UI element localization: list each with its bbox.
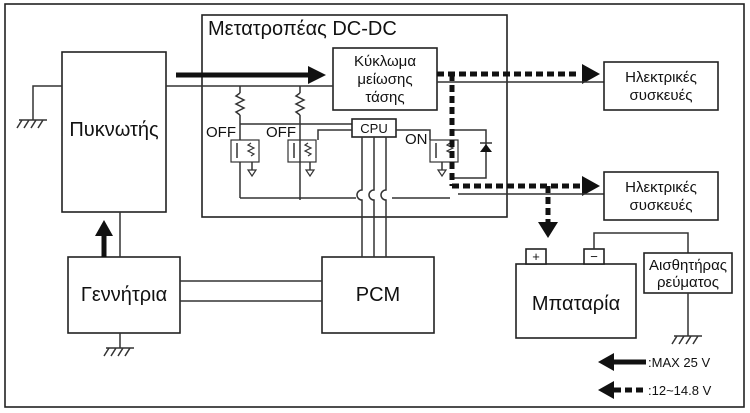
resistor-branch-1 bbox=[234, 86, 246, 124]
devices-top-label-1: Ηλεκτρικές bbox=[625, 69, 697, 86]
cpu-pcm-wires bbox=[356, 137, 387, 257]
generator-label: Γεννήτρια bbox=[81, 284, 167, 306]
battery-label: Μπαταρία bbox=[532, 293, 620, 315]
battery-plus-label: + bbox=[532, 249, 540, 264]
condenser-box bbox=[61, 51, 167, 213]
step-down-circuit-box bbox=[332, 47, 438, 111]
generator-box bbox=[67, 256, 181, 334]
switch-2 bbox=[287, 139, 317, 178]
dcdc-title: Μετατροπέας DC-DC bbox=[208, 18, 397, 40]
switch-label-on: ON bbox=[405, 131, 428, 148]
solid-power-arrow bbox=[176, 66, 326, 84]
devices-top-label-2: συσκευές bbox=[629, 87, 692, 104]
electrical-devices-bottom-box bbox=[603, 171, 719, 221]
step-down-label-1: Κύκλωμα bbox=[354, 53, 416, 70]
cpu-to-switch3-wire bbox=[396, 129, 431, 140]
battery-box bbox=[515, 263, 637, 339]
diode-branch bbox=[452, 129, 492, 179]
current-sensor-label-2: ρεύματος bbox=[657, 274, 719, 291]
pcm-box bbox=[321, 256, 435, 334]
dcdc-converter-box bbox=[201, 14, 508, 218]
step-down-label-3: τάσης bbox=[365, 89, 404, 106]
switch-1 bbox=[230, 124, 260, 198]
cpu-label: CPU bbox=[360, 121, 387, 136]
legend-solid bbox=[598, 353, 646, 371]
dashed-power-path bbox=[437, 64, 600, 238]
pcm-label: PCM bbox=[356, 284, 400, 306]
battery-sensor-wire bbox=[593, 232, 689, 253]
step-down-label-2: μείωσης bbox=[357, 71, 412, 88]
switch-label-off-1: OFF bbox=[206, 124, 236, 141]
legend-solid-label: :MAX 25 V bbox=[648, 355, 710, 370]
devices-bottom-label-2: συσκευές bbox=[629, 197, 692, 214]
battery-plus-terminal bbox=[525, 248, 547, 265]
current-sensor-label-1: Αισθητήρας bbox=[649, 257, 727, 274]
resistor-branch-2 bbox=[294, 86, 306, 124]
switch-label-off-2: OFF bbox=[266, 124, 296, 141]
devices-bottom-label-1: Ηλεκτρικές bbox=[625, 179, 697, 196]
electrical-devices-top-box bbox=[603, 61, 719, 111]
cpu-to-switch2-wire bbox=[317, 129, 352, 140]
generator-to-condenser-arrow bbox=[95, 220, 113, 257]
ground-symbol-condenser bbox=[16, 85, 62, 129]
condenser-label: Πυκνωτής bbox=[69, 119, 159, 141]
battery-minus-label: − bbox=[590, 249, 598, 264]
ground-symbol-sensor bbox=[671, 293, 702, 345]
legend-dashed-label: :12~14.8 V bbox=[648, 383, 712, 398]
ground-symbol-generator bbox=[103, 333, 134, 357]
legend-dashed bbox=[598, 381, 646, 399]
